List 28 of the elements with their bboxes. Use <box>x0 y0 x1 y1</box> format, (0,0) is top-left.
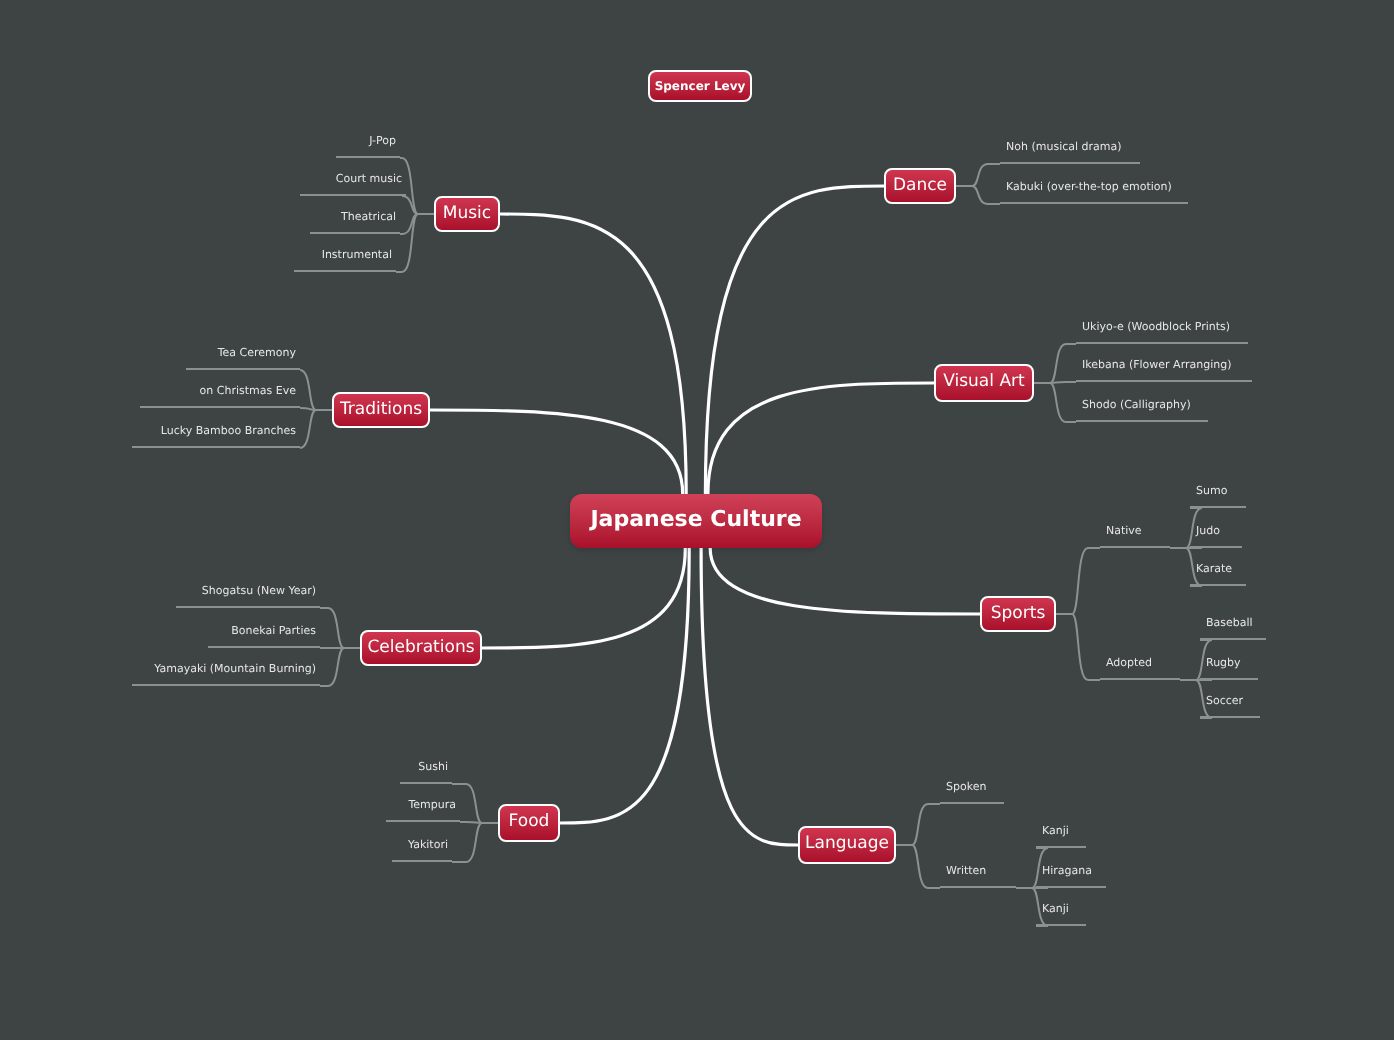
topic-box: Music <box>434 196 500 232</box>
connector-line <box>706 381 934 495</box>
central-topic: Japanese Culture <box>570 494 822 548</box>
topic-box: Traditions <box>332 392 430 428</box>
connector-line <box>299 409 333 449</box>
connector-line <box>560 547 691 825</box>
connector-line <box>319 647 361 687</box>
topic-box: Visual Art <box>934 364 1034 402</box>
connector-line <box>699 547 799 847</box>
connector-line <box>708 547 980 616</box>
connector-line <box>1055 613 1101 681</box>
connector-line <box>482 547 687 650</box>
connector-line <box>895 844 941 889</box>
connector-line <box>451 822 499 863</box>
connector-line <box>1179 679 1213 719</box>
topic-box: Dance <box>884 168 956 204</box>
topic-box: Food <box>498 804 560 842</box>
connector-line <box>395 213 435 273</box>
connector-line <box>1033 382 1077 423</box>
connector-line <box>1169 547 1203 587</box>
connector-line <box>430 408 685 495</box>
topic-box: Celebrations <box>360 630 482 666</box>
connector-line <box>1015 887 1049 927</box>
topic-box: Language <box>798 826 896 864</box>
connector-line <box>500 212 688 495</box>
connector-line <box>955 185 1001 205</box>
connector-line <box>703 184 884 495</box>
topic-box: Sports <box>980 596 1056 632</box>
